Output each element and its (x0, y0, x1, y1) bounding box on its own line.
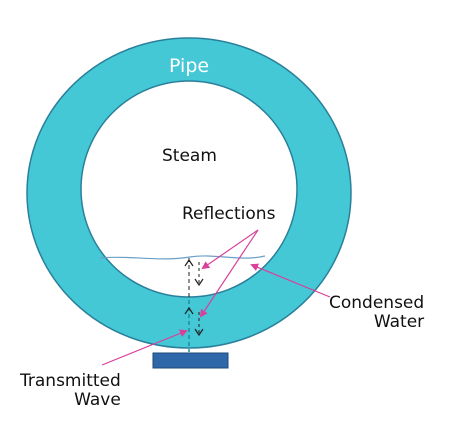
wave-arrow-down-upper (194, 278, 204, 287)
condensed-water-pointer (250, 263, 331, 298)
transmitted-wave-label-line-1: Transmitted (20, 371, 121, 391)
transmitted-wave-label-line-2: Wave (74, 389, 121, 410)
wave-arrow-down-lower (194, 328, 204, 337)
reflections-pointer-2 (199, 229, 259, 318)
pipe-wall (26, 37, 352, 349)
transducer (152, 352, 229, 369)
reflections-label: Reflections (182, 204, 276, 224)
reflections-pointer-1 (201, 229, 259, 270)
wave-arrow-up-upper (184, 258, 194, 267)
steam-label: Steam (162, 146, 217, 166)
wave-arrow-up-lower (184, 306, 194, 315)
water-surface-line (99, 255, 266, 260)
transmitted-wave-label: Transmitted Wave (20, 372, 121, 409)
condensed-water-label: Condensed Water (329, 294, 424, 331)
condensed-water-label-line-1: Condensed (329, 293, 425, 313)
pipe-label: Pipe (169, 55, 210, 77)
condensed-water-label-line-2: Water (373, 311, 425, 332)
transmitted-wave-pointer (101, 329, 188, 366)
